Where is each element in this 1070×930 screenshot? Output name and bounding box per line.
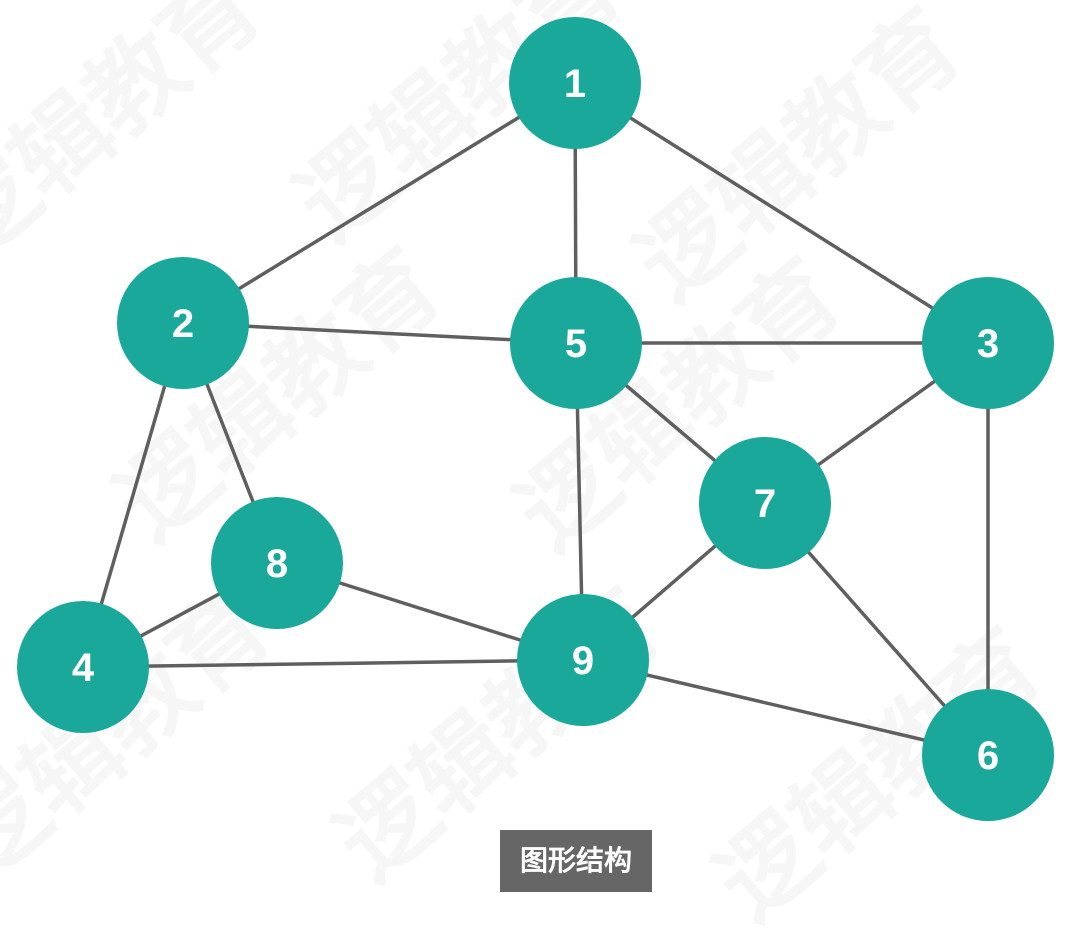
node-circle (699, 437, 831, 569)
node-6: 6 (922, 689, 1054, 821)
node-circle (211, 497, 343, 629)
node-circle (922, 689, 1054, 821)
node-4: 4 (17, 601, 149, 733)
caption-label: 图形结构 (500, 830, 652, 892)
node-3: 3 (922, 277, 1054, 409)
node-label: 4 (72, 646, 95, 690)
edge-9-6 (582, 658, 989, 757)
node-label: 1 (564, 62, 586, 106)
node-1: 1 (509, 17, 641, 149)
node-circle (17, 601, 149, 733)
node-circle (509, 17, 641, 149)
edge-4-9 (82, 658, 584, 669)
node-9: 9 (517, 594, 649, 726)
node-2: 2 (117, 257, 249, 389)
node-5: 5 (510, 277, 642, 409)
node-label: 7 (754, 482, 776, 526)
node-label: 5 (565, 322, 587, 366)
node-circle (117, 257, 249, 389)
node-circle (510, 277, 642, 409)
nodes-layer: 1 2 3 4 5 6 7 8 9 (17, 17, 1054, 821)
node-circle (517, 594, 649, 726)
node-label: 3 (977, 322, 999, 366)
node-7: 7 (699, 437, 831, 569)
node-label: 9 (572, 639, 594, 683)
edge-1-3 (574, 81, 989, 345)
node-label: 6 (977, 734, 999, 778)
edge-1-2 (182, 81, 576, 325)
node-label: 2 (172, 302, 194, 346)
node-label: 8 (266, 542, 288, 586)
node-circle (922, 277, 1054, 409)
node-8: 8 (211, 497, 343, 629)
